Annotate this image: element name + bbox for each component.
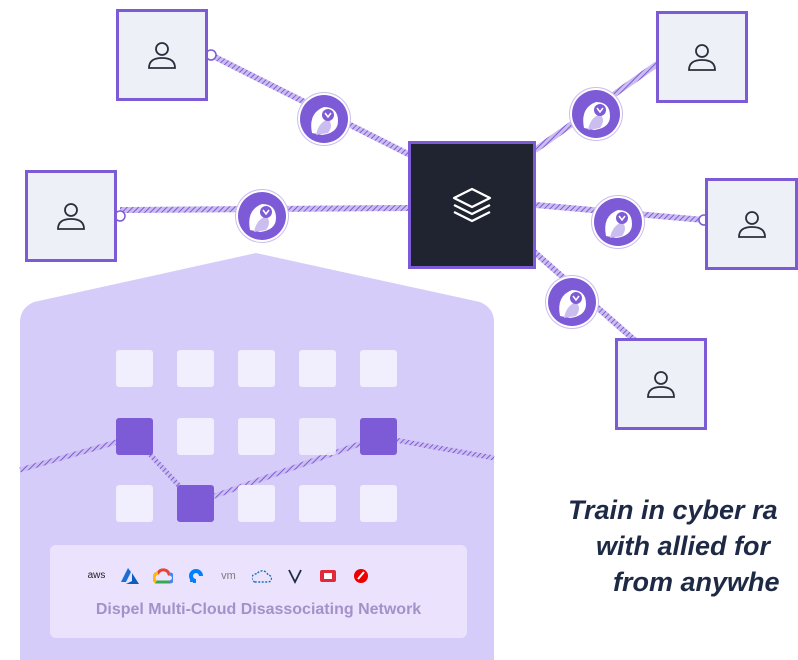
tagline-line-2: with allied for xyxy=(596,531,771,561)
owl-node[interactable] xyxy=(592,196,644,248)
owl-node[interactable] xyxy=(546,276,598,328)
google-cloud-icon xyxy=(152,565,173,586)
user-bottom-right[interactable] xyxy=(615,338,707,430)
user-icon xyxy=(647,371,675,398)
tagline-line-1: Train in cyber ra xyxy=(568,495,778,525)
user-icon xyxy=(688,44,716,71)
vultr-icon xyxy=(284,565,305,586)
vm-icon: vm xyxy=(221,569,236,582)
user-icon xyxy=(737,211,766,238)
owl-icon xyxy=(548,278,596,326)
ibm-cloud-icon xyxy=(251,565,272,586)
user-top-left[interactable] xyxy=(116,9,208,101)
layers-icon xyxy=(452,187,492,223)
network-label: Dispel Multi-Cloud Disassociating Networ… xyxy=(95,601,422,618)
user-right[interactable] xyxy=(705,178,798,270)
azure-icon xyxy=(119,565,140,586)
user-icon xyxy=(57,203,85,230)
owl-node[interactable] xyxy=(236,190,288,242)
openshift-icon xyxy=(350,565,371,586)
user-top-right[interactable] xyxy=(656,11,748,103)
user-left[interactable] xyxy=(25,170,117,262)
owl-node[interactable] xyxy=(570,88,622,140)
user-icon xyxy=(148,42,176,69)
owl-icon xyxy=(238,192,286,240)
aws-icon: aws xyxy=(87,570,106,581)
owl-icon xyxy=(594,198,642,246)
owl-node[interactable] xyxy=(298,93,350,145)
cloud-providers-box: aws vm Dispel Multi-Cloud Disassociating… xyxy=(50,545,467,638)
central-hub[interactable] xyxy=(408,141,536,269)
oracle-icon xyxy=(317,565,338,586)
owl-icon xyxy=(300,95,348,143)
tagline-line-3: from anywhe xyxy=(613,567,780,597)
owl-icon xyxy=(572,90,620,138)
digitalocean-icon xyxy=(185,565,206,586)
tagline: Train in cyber ra with allied for from a… xyxy=(568,492,798,600)
cloud-logo-row: aws vm xyxy=(86,565,371,586)
